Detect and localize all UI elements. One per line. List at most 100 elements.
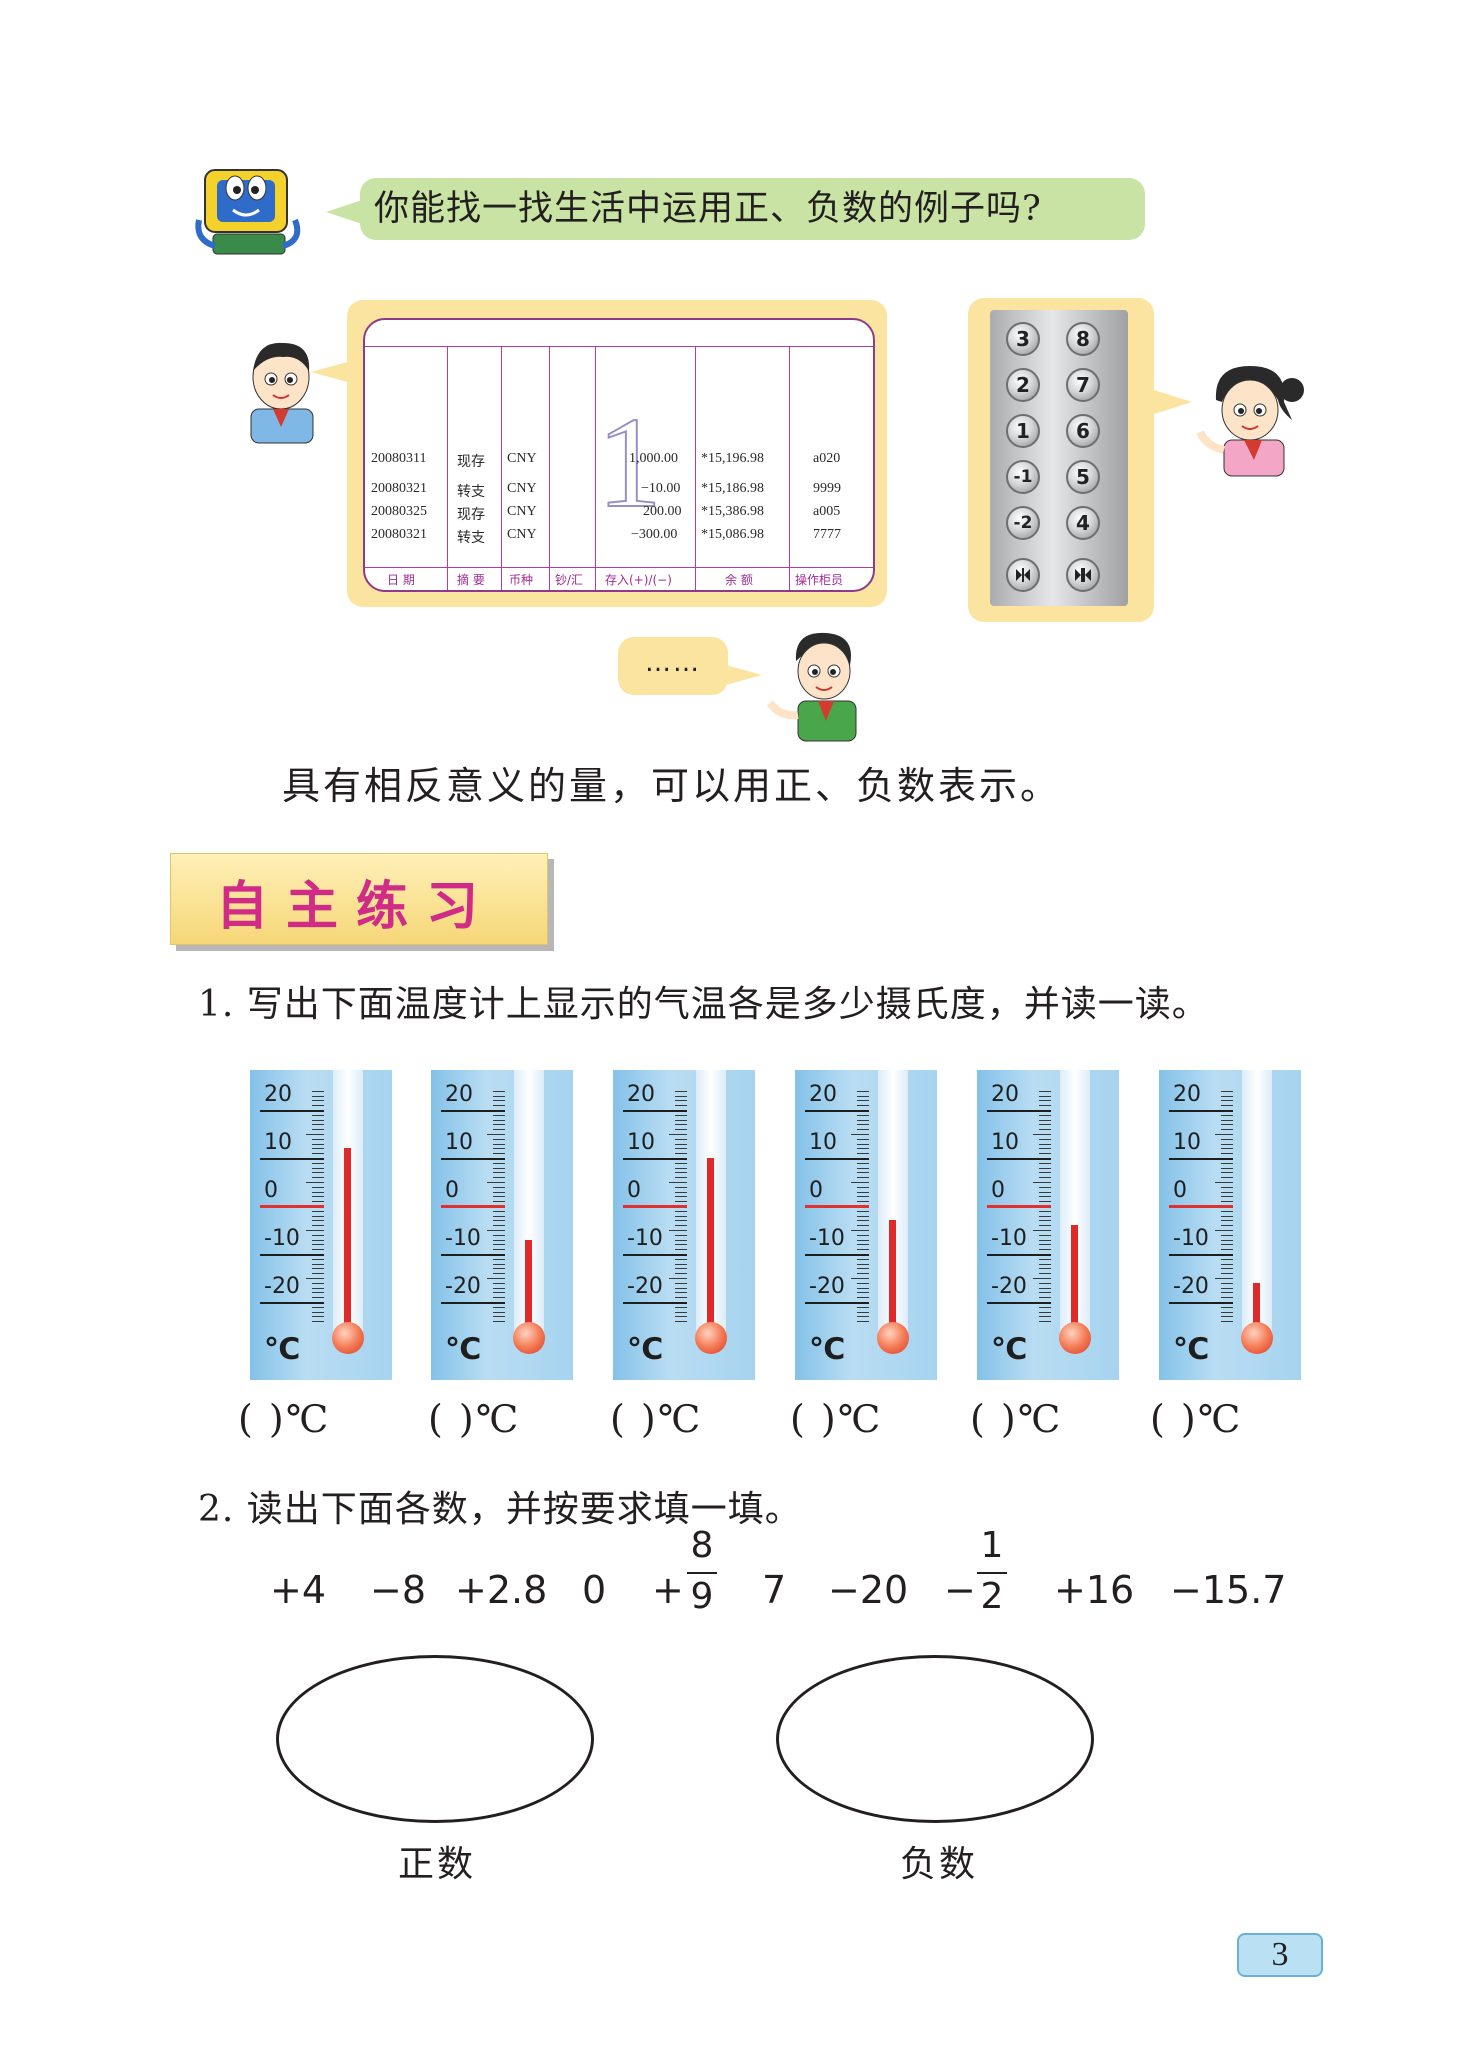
scale-tick — [312, 1210, 324, 1212]
scale-tick — [675, 1114, 687, 1116]
scale-tick — [675, 1153, 687, 1155]
fraction-numerator: 8 — [690, 1525, 714, 1566]
scale-tick — [1039, 1138, 1051, 1140]
scale-tick — [857, 1234, 869, 1236]
scale-tick — [312, 1268, 324, 1270]
scale-tick — [851, 1134, 869, 1135]
unit-label: ℃ — [991, 1332, 1028, 1367]
scale-tick — [312, 1124, 324, 1126]
scale-tick — [675, 1321, 687, 1323]
unit-label: ℃ — [627, 1332, 664, 1367]
scale-label: -10 — [445, 1226, 481, 1251]
scale-tick — [493, 1215, 505, 1217]
scale-tick — [312, 1239, 324, 1241]
scale-tick — [675, 1172, 687, 1174]
scale-tick — [675, 1268, 687, 1270]
scale-tick — [1039, 1105, 1051, 1107]
elevator-panel-frame: 3 8 2 7 1 6 -1 5 -2 4 — [968, 298, 1192, 622]
answer-slot: ( )℃ — [238, 1397, 331, 1441]
scale-tick — [1039, 1177, 1051, 1179]
zero-line — [623, 1205, 687, 1208]
scale-tick — [306, 1278, 324, 1279]
scale-tick — [675, 1287, 687, 1289]
negative-number-oval — [776, 1655, 1094, 1823]
answer-slot: ( )℃ — [790, 1397, 883, 1441]
scale-tick — [1039, 1234, 1051, 1236]
scale-tick — [312, 1119, 324, 1121]
scale-tick — [312, 1143, 324, 1145]
answer-slot: ( )℃ — [610, 1397, 703, 1441]
zero-line — [805, 1205, 869, 1208]
scale-tick — [857, 1167, 869, 1169]
fraction-sign: + — [652, 1568, 684, 1612]
scale-tick — [623, 1158, 687, 1160]
scale-tick — [312, 1321, 324, 1323]
scale-tick — [493, 1210, 505, 1212]
scale-tick — [1221, 1244, 1233, 1246]
scale-tick — [312, 1306, 324, 1308]
scale-tick — [493, 1311, 505, 1313]
scale-tick — [1039, 1201, 1051, 1203]
zero-line — [1169, 1205, 1233, 1208]
scale-tick — [1039, 1172, 1051, 1174]
scale-tick — [1039, 1273, 1051, 1275]
scale-tick — [312, 1263, 324, 1265]
scale-tick — [493, 1297, 505, 1299]
scale-tick — [312, 1167, 324, 1169]
boy-character — [243, 335, 323, 445]
scale-tick — [857, 1090, 869, 1092]
summary-text: 具有相反意义的量，可以用正、负数表示。 — [282, 764, 1062, 808]
scale-tick — [857, 1306, 869, 1308]
scale-tick — [1039, 1191, 1051, 1193]
scale-tick — [1039, 1244, 1051, 1246]
thermometer-bulb — [695, 1322, 727, 1354]
scale-tick — [857, 1321, 869, 1323]
question-bubble: 你能找一找生活中运用正、负数的例子吗? — [326, 178, 1145, 240]
scale-tick — [487, 1134, 505, 1135]
page-number: 3 — [1237, 1933, 1323, 1977]
scale-tick — [493, 1282, 505, 1284]
floor-button: -2 — [1006, 506, 1040, 540]
statement-row: 20080321 转支 CNY −300.00 *15,086.98 7777 — [371, 527, 841, 546]
scale-tick — [1221, 1287, 1233, 1289]
scale-tick — [312, 1090, 324, 1092]
scale-tick — [851, 1182, 869, 1183]
scale-tick — [675, 1306, 687, 1308]
scale-tick — [1221, 1124, 1233, 1126]
scale-tick — [1039, 1148, 1051, 1150]
scale-tick — [1039, 1316, 1051, 1318]
scale-tick — [1221, 1282, 1233, 1284]
scale-tick — [675, 1196, 687, 1198]
scale-tick — [1221, 1297, 1233, 1299]
scale-tick — [493, 1263, 505, 1265]
scale-tick — [312, 1153, 324, 1155]
floor-button: 1 — [1006, 414, 1040, 448]
positive-number-oval — [276, 1655, 594, 1823]
floor-button: 8 — [1066, 322, 1100, 356]
practice-title: 自主练习 — [216, 877, 497, 937]
scale-tick — [805, 1110, 869, 1112]
scale-tick — [623, 1302, 687, 1304]
scale-tick — [1221, 1172, 1233, 1174]
scale-tick — [857, 1210, 869, 1212]
scale-tick — [493, 1129, 505, 1131]
scale-tick — [857, 1282, 869, 1284]
number-item: −20 — [828, 1568, 909, 1612]
scale-tick — [1039, 1287, 1051, 1289]
scale-tick — [441, 1158, 505, 1160]
floor-button: 7 — [1066, 368, 1100, 402]
scale-tick — [493, 1090, 505, 1092]
scale-tick — [312, 1148, 324, 1150]
scale-tick — [493, 1196, 505, 1198]
scale-tick — [1221, 1105, 1233, 1107]
scale-tick — [857, 1273, 869, 1275]
zero-line — [260, 1205, 324, 1208]
scale-tick — [493, 1239, 505, 1241]
scale-tick — [857, 1119, 869, 1121]
scale-tick — [1221, 1148, 1233, 1150]
unit-label: ℃ — [1173, 1332, 1210, 1367]
scale-tick — [1039, 1167, 1051, 1169]
floor-button: 6 — [1066, 414, 1100, 448]
scale-tick — [857, 1316, 869, 1318]
